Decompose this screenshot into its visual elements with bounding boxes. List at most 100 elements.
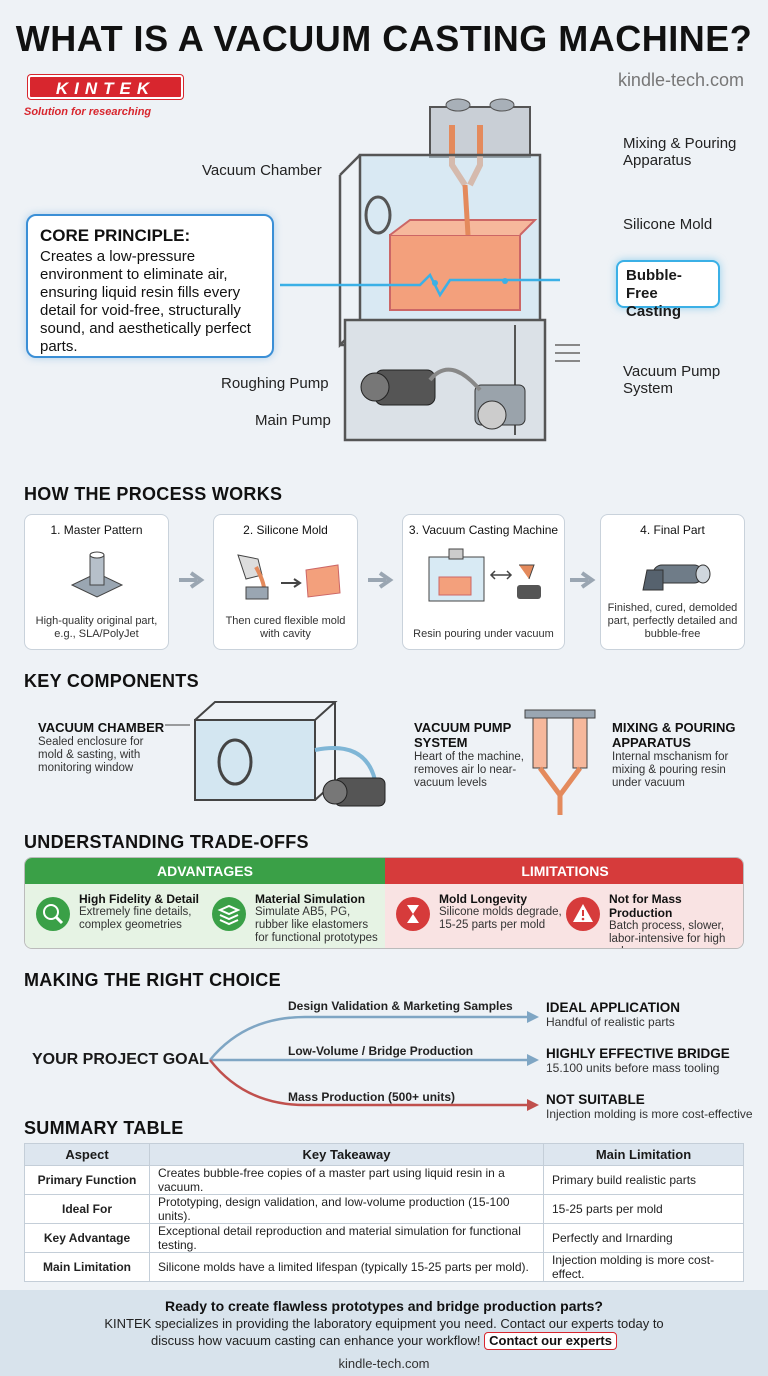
label-vacuum-chamber: Vacuum Chamber [202, 162, 322, 179]
site-url[interactable]: kindle-tech.com [617, 70, 744, 90]
choice-result-note: Handful of realistic parts [546, 1015, 675, 1029]
choice-result-note: Injection molding is more cost-effective [546, 1107, 753, 1121]
limitations-header: LIMITATIONS [385, 858, 743, 884]
core-principle-box: CORE PRINCIPLE: Creates a low-pressure e… [26, 214, 274, 358]
chamber-window [364, 195, 392, 235]
process-step-2: 2. Silicone Mold Then cured flexible mol… [213, 514, 358, 650]
project-goal-label: YOUR PROJECT GOAL [32, 1051, 209, 1068]
table-cell: Silicone molds have a limited lifespan (… [149, 1252, 544, 1282]
arrow-right-icon [179, 571, 205, 589]
silicone-mold-shape [389, 234, 521, 311]
advantage-desc: Extremely fine details, complex geometri… [79, 906, 192, 931]
advantages-panel: ADVANTAGES High Fidelity & Detail Extrem… [25, 858, 385, 948]
footer-body: KINTEK specializes in providing the labo… [84, 1316, 684, 1350]
contact-experts-button[interactable]: Contact our experts [484, 1332, 617, 1350]
magnifier-icon [36, 897, 70, 931]
component-mixing-apparatus: MIXING & POURING APPARATUS Internal msch… [612, 720, 752, 790]
label-silicone-mold: Silicone Mold [623, 216, 713, 233]
step-title: 4. Final Part [640, 523, 705, 537]
footer-cta: Ready to create flawless prototypes and … [0, 1290, 768, 1376]
label-roughing-pump: Roughing Pump [221, 375, 329, 392]
choice-path-label: Mass Production (500+ units) [288, 1090, 456, 1104]
advantage-desc: Simulate AB5, PG, rubber like elastomers… [255, 906, 378, 944]
limitation-desc: Batch process, slower, labor-intensive f… [609, 920, 726, 948]
limitation-desc: Silicone molds degrade, 15-25 parts per … [439, 906, 562, 931]
warning-icon [566, 897, 600, 931]
table-cell: Injection molding is more cost-effect. [543, 1252, 744, 1282]
column-header: Key Takeaway [149, 1143, 544, 1166]
column-header: Main Limitation [543, 1143, 744, 1166]
process-heading: HOW THE PROCESS WORKS [24, 484, 283, 504]
component-title: MIXING & POURING APPARATUS [612, 720, 736, 750]
component-illustration [165, 701, 386, 807]
tradeoffs-panel: ADVANTAGES High Fidelity & Detail Extrem… [24, 857, 744, 949]
table-cell: 15-25 parts per mold [543, 1194, 744, 1224]
step-desc: Resin pouring under vacuum [413, 628, 554, 640]
choice-result-title: HIGHLY EFFECTIVE BRIDGE [546, 1046, 730, 1061]
limitations-panel: LIMITATIONS Mold Longevity Silicone mold… [385, 858, 743, 948]
choice-result: HIGHLY EFFECTIVE BRIDGE 15.100 units bef… [546, 1046, 730, 1075]
limitation-item: Mold Longevity Silicone molds degrade, 1… [439, 892, 569, 932]
choice-heading: MAKING THE RIGHT CHOICE [24, 970, 281, 990]
component-title: VACUUM CHAMBER [38, 720, 165, 735]
choice-result: IDEAL APPLICATION Handful of realistic p… [546, 1000, 680, 1029]
table-cell: Perfectly and Irnarding [543, 1223, 744, 1253]
choice-result-note: 15.100 units before mass tooling [546, 1061, 720, 1075]
mixing-apparatus-icon [524, 709, 596, 815]
core-principle-title: CORE PRINCIPLE: [40, 226, 191, 245]
table-cell: Exceptional detail reproduction and mate… [149, 1223, 544, 1253]
step-desc: Finished, cured, demolded part, perfectl… [607, 602, 738, 640]
advantages-header: ADVANTAGES [25, 858, 385, 884]
component-desc: Internal mschanism for mixing & pouring … [612, 751, 729, 789]
table-cell: Main Limitation [24, 1252, 150, 1282]
vacuum-casting-machine-illustration [280, 98, 580, 442]
component-title: VACUUM PUMP SYSTEM [414, 720, 512, 750]
table-cell: Primary Function [24, 1165, 150, 1195]
table-row: Key Advantage Exceptional detail reprodu… [24, 1223, 744, 1253]
arrow-right-icon [368, 571, 394, 589]
table-cell: Primary build realistic parts [543, 1165, 744, 1195]
summary-heading: SUMMARY TABLE [24, 1118, 184, 1138]
label-vacuum-pump-system: Vacuum Pump System [623, 363, 721, 397]
table-cell: Key Advantage [24, 1223, 150, 1253]
component-vacuum-pump-system: VACUUM PUMP SYSTEM Heart of the machine,… [414, 720, 524, 790]
advantage-title: Material Simulation [255, 892, 366, 906]
table-row: Main Limitation Silicone molds have a li… [24, 1252, 744, 1282]
choice-result: NOT SUITABLE Injection molding is more c… [546, 1092, 753, 1121]
limitation-title: Mold Longevity [439, 892, 527, 906]
component-desc: Sealed enclosure for mold & sasting, wit… [38, 736, 144, 774]
table-row: Ideal For Prototyping, design validation… [24, 1194, 744, 1224]
logo-tagline: Solution for researching [24, 106, 152, 118]
table-cell: Ideal For [24, 1194, 150, 1224]
table-cell: Prototyping, design validation, and low-… [149, 1194, 544, 1224]
choice-path-label: Design Validation & Marketing Samples [288, 999, 513, 1013]
advantage-item: High Fidelity & Detail Extremely fine de… [79, 892, 209, 932]
advantage-item: Material Simulation Simulate AB5, PG, ru… [255, 892, 383, 945]
summary-table: Aspect Key Takeaway Main Limitation Prim… [24, 1143, 744, 1282]
bubble-free-callout: Bubble-Free Casting [616, 260, 720, 320]
components-heading: KEY COMPONENTS [24, 671, 199, 691]
step-title: 2. Silicone Mold [243, 523, 328, 537]
step-title: 3. Vacuum Casting Machine [408, 523, 559, 537]
footer-body-text: KINTEK specializes in providing the labo… [104, 1316, 664, 1348]
choice-result-title: IDEAL APPLICATION [546, 1000, 681, 1015]
page-title: WHAT IS A VACUUM CASTING MACHINE? [15, 18, 753, 59]
kintek-logo: KINTEK [28, 75, 183, 99]
limitation-item: Not for Mass Production Batch process, s… [609, 892, 743, 948]
hourglass-icon [396, 897, 430, 931]
step-desc: High-quality original part, e.g., SLA/Po… [35, 615, 158, 640]
tradeoffs-heading: UNDERSTANDING TRADE-OFFS [24, 832, 309, 852]
advantage-title: High Fidelity & Detail [79, 892, 200, 906]
silicone-mold-icon [236, 554, 341, 600]
label-main-pump: Main Pump [255, 412, 331, 429]
chamber-box-shape [194, 719, 316, 801]
footer-headline: Ready to create flawless prototypes and … [165, 1298, 603, 1314]
label-mixing-pouring: Mixing & Pouring Apparatus [623, 135, 737, 169]
step-title: 1. Master Pattern [50, 523, 143, 537]
master-pattern-icon [70, 551, 123, 598]
process-step-3: 3. Vacuum Casting Machine Resin pouring … [402, 514, 565, 650]
core-principle-text: Creates a low-pressure environment to el… [40, 248, 251, 355]
layers-icon [212, 897, 246, 931]
footer-site-url[interactable]: kindle-tech.com [338, 1356, 430, 1371]
choice-result-title: NOT SUITABLE [546, 1092, 645, 1107]
